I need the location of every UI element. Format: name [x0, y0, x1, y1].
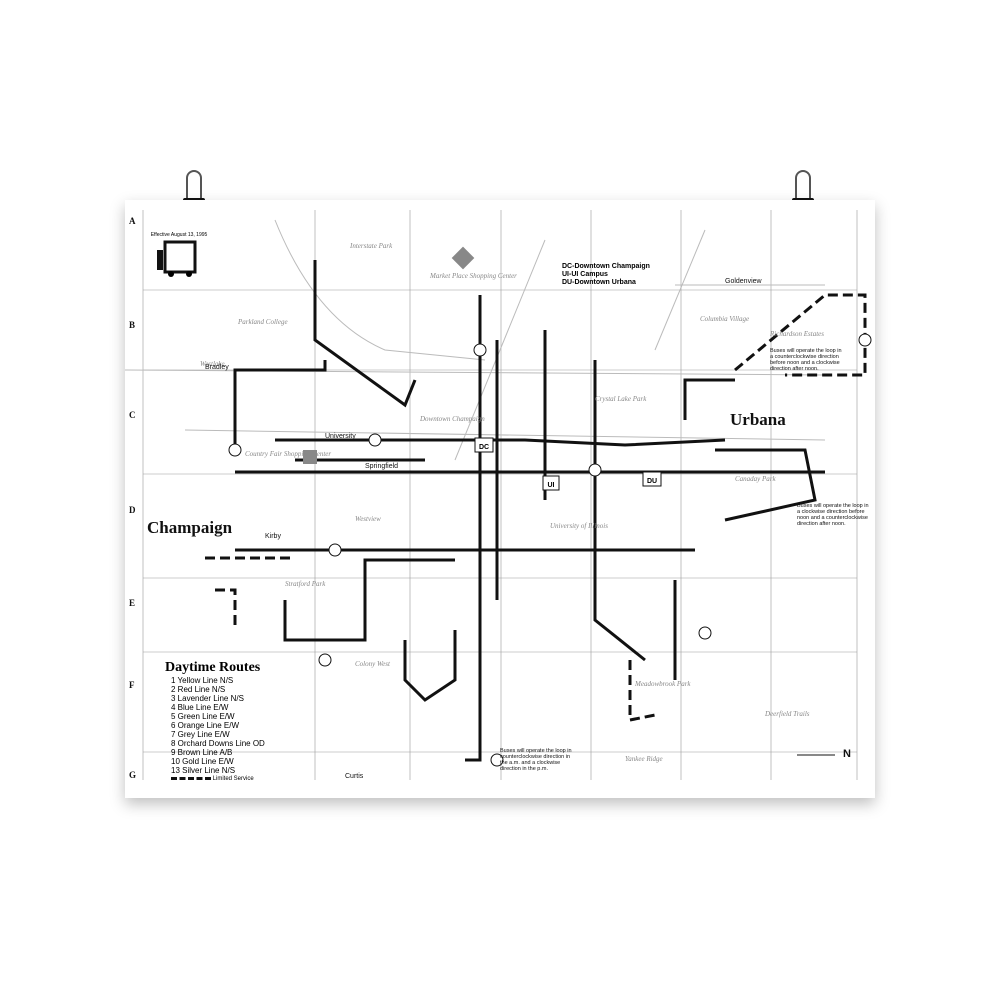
area-label: Crystal Lake Park	[595, 395, 647, 403]
area-label: Colony West	[355, 660, 390, 668]
area-label: Meadowbrook Park	[635, 680, 691, 688]
legend-limited-service: Limited Service	[171, 775, 265, 784]
street-label: Goldenview	[725, 278, 762, 285]
loop-note-east: Buses will operate the loop in a clockwi…	[797, 503, 869, 527]
loop-note-south: Buses will operate the loop in countercl…	[500, 748, 572, 772]
legend-item: 4 Blue Line E/W	[171, 703, 229, 712]
legend-item: 9 Brown Line A/B	[171, 748, 233, 757]
street-label: Bradley	[205, 364, 229, 371]
area-label: University of Illinois	[550, 522, 608, 530]
legend-item: 7 Grey Line E/W	[171, 730, 230, 739]
legend-item: 3 Lavender Line N/S	[171, 694, 244, 703]
area-label: Westview	[355, 515, 381, 523]
legend-item: 2 Red Line N/S	[171, 685, 226, 694]
legend-item: 8 Orchard Downs Line OD	[171, 739, 265, 748]
route-legend: Daytime Routes 1 Yellow Line N/S 2 Red L…	[165, 660, 265, 784]
area-label: Columbia Village	[700, 315, 750, 323]
area-label: Westlake	[200, 360, 225, 368]
area-label: Yankee Ridge	[625, 755, 663, 763]
street-label: Springfield	[365, 463, 399, 470]
legend-item: 10 Gold Line E/W	[171, 757, 234, 766]
legend-item: 5 Green Line E/W	[171, 712, 235, 721]
legend-title: Daytime Routes	[165, 660, 261, 675]
legend-item: 13 Silver Line N/S	[171, 766, 236, 775]
legend-item: 6 Orange Line E/W	[171, 721, 240, 730]
north-arrow: N	[843, 748, 851, 760]
svg-text:DU: DU	[647, 478, 657, 485]
mtd-logo: Effective August 13, 1995	[143, 232, 215, 277]
area-label: Stratford Park	[285, 580, 326, 588]
effective-date: Effective August 13, 1995	[150, 232, 208, 238]
svg-text:DC: DC	[479, 444, 489, 451]
area-label: Parkland College	[238, 318, 288, 326]
area-label: Interstate Park	[350, 242, 393, 250]
area-label: Deerfield Trails	[765, 710, 810, 718]
area-label: Market Place Shopping Center	[430, 272, 517, 280]
area-label: Country Fair Shopping Center	[245, 450, 332, 458]
area-label: Richardson Estates	[770, 330, 824, 338]
city-label-champaign: Champaign	[147, 518, 233, 537]
area-label: Canaday Park	[735, 475, 776, 483]
area-label: Downtown Champaign	[420, 415, 485, 423]
city-label-urbana: Urbana	[730, 410, 786, 429]
route-map-graphic: DC UI DU	[125, 210, 872, 780]
street-label: University	[325, 433, 356, 440]
svg-text:UI: UI	[548, 482, 555, 489]
legend-item: 1 Yellow Line N/S	[171, 676, 234, 685]
street-label: Kirby	[265, 533, 281, 540]
loop-note-northeast: Buses will operate the loop in a counter…	[770, 348, 842, 372]
street-label: Curtis	[345, 773, 364, 780]
